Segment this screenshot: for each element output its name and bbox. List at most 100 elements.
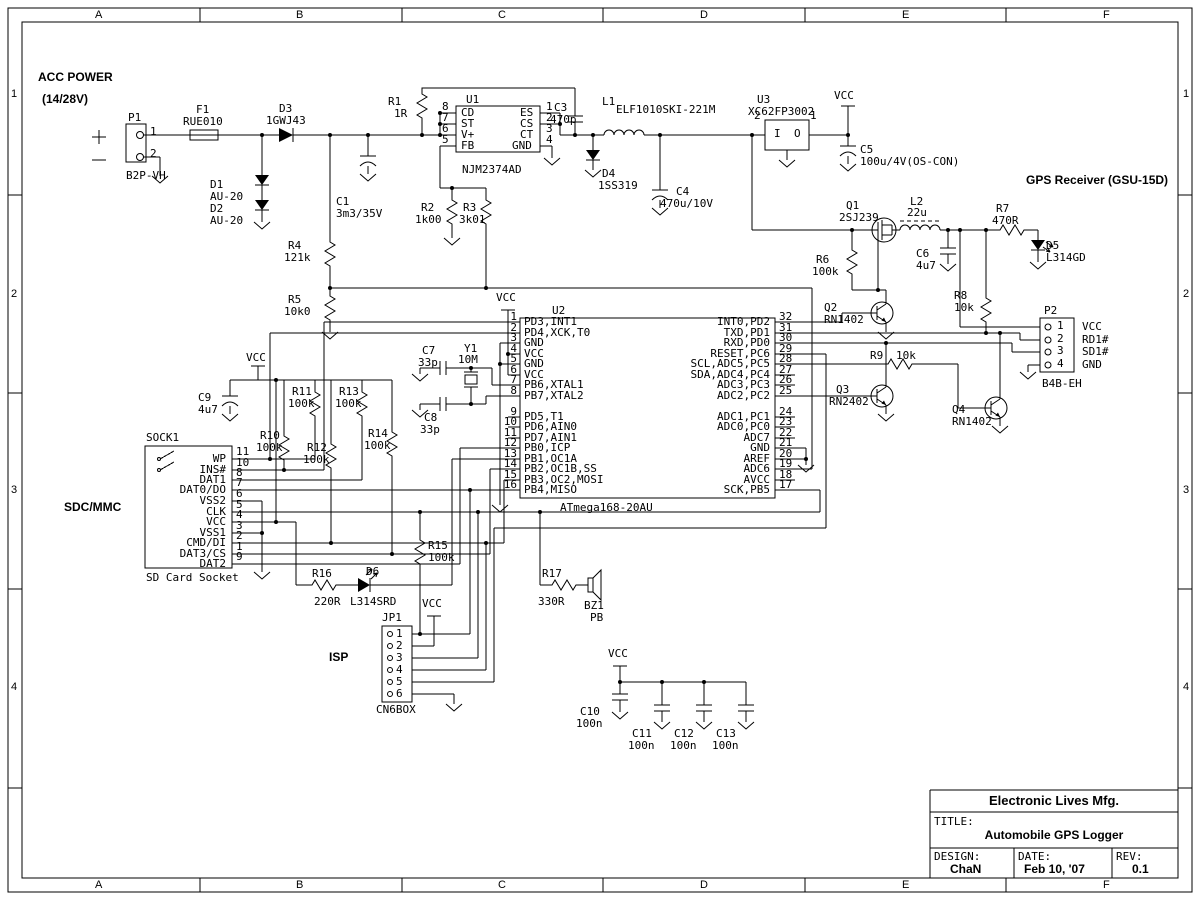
val-c5: 100u/4V(OS-CON) [860,155,960,168]
sock1-pin-number: 1 [236,540,243,553]
c9-cap [221,395,239,407]
u2-pin-number: 17 [779,478,793,491]
header-sdc-mmc: SDC/MMC [64,500,122,514]
val-d1: AU-20 [210,190,244,203]
ref-d2: D2 [210,202,224,215]
sock1-pin-label: DAT1 [199,473,227,486]
sock1-pin-number: 10 [236,456,250,469]
u3-pin-2: 2 [754,109,761,122]
u2-pin-number: 1 [510,310,517,323]
u2-pin-number: 4 [510,342,517,355]
u2-pin-number: 15 [503,468,517,481]
frame-row-label: 2 [1183,288,1190,300]
val-f1: RUE010 [183,115,223,128]
u2-pin-number: 26 [779,373,793,386]
p2-pin-number: 2 [1057,332,1064,345]
p2-connector-body [1039,317,1075,373]
u2-pin-label: SCL,ADC5,PC5 [690,357,770,370]
ref-r13: R13 [339,385,359,398]
u2-pin-number: 25 [779,384,793,397]
ref-r15: R15 [428,539,448,552]
sock1-pin-label: DAT0/DO [179,483,226,496]
val-r17: 330R [538,595,565,608]
jp1-pin-number: 5 [396,675,403,688]
frame-row-label: 2 [11,288,18,300]
val-y1: 10M [458,353,478,366]
drawing-frame [7,7,1193,893]
ref-u2: U2 [552,304,566,317]
frame-col-label: A [95,9,103,21]
val-d6: L314SRD [350,595,397,608]
u2-pin-number: 32 [779,310,793,323]
val-u1: NJM2374AD [462,163,522,176]
u2-pin-label: GND [750,441,770,454]
jp1-box [381,625,413,703]
val-c4: 470u/10V [660,197,713,210]
ref-q1: Q1 [846,199,860,212]
val-c13: 100n [712,739,739,752]
drawing-rev: 0.1 [1132,862,1149,876]
frame-col-label: B [296,9,304,21]
ref-c3: C3 [554,101,568,114]
y1-crystal [464,374,478,385]
u2-pin-number: 19 [779,457,793,470]
u2-pin-number: 6 [510,363,517,376]
company-name: Electronic Lives Mfg. [988,793,1120,808]
ref-r3: R3 [463,201,477,214]
u2-pin-number: 28 [779,352,793,365]
ref-r8: R8 [954,289,968,302]
u1-pin-number: 4 [546,133,553,146]
u2-pin-label: PB7,XTAL2 [524,389,584,402]
u2-pin-label: ADC3,PC3 [717,378,770,391]
u1-pin-label: V+ [461,128,475,141]
net-vcc-byp: VCC [608,647,628,660]
u2-pin-label: PD5,T1 [524,410,564,423]
ref-f1: F1 [196,103,210,116]
sock1-pin-label: VSS2 [199,494,227,507]
u2-pin-label: ADC2,PC2 [717,389,770,402]
wires [92,87,1040,722]
val-d5: L314GD [1046,251,1086,264]
ref-l2: L2 [910,195,924,208]
u2-pin-number: 21 [779,436,793,449]
val-r8: 10k [954,301,974,314]
u1-pin-number: 8 [442,100,449,113]
u2-pin-number: 11 [503,426,517,439]
u2-pin-label: ADC1,PC1 [717,410,770,423]
ref-p2: P2 [1044,304,1058,317]
frame-row-label: 4 [11,681,18,693]
u2-pin-number: 10 [503,415,517,428]
u3-out: O [794,127,801,140]
ref-r2: R2 [421,201,435,214]
sock1-pin-label: VSS1 [199,526,227,539]
u2-pin-number: 2 [510,321,517,334]
sock1-box [144,445,233,569]
title-label: TITLE: [934,815,974,828]
d6-led [358,578,370,592]
net-vcc-isp: VCC [422,597,442,610]
u2-pin-label: PD3,INT1 [524,315,577,328]
u2-pin-number: 29 [779,342,793,355]
u2-pin-label: PB6,XTAL1 [524,378,584,391]
u2-pin-label: GND [524,336,544,349]
drawing-date: Feb 10, '07 [1024,862,1085,876]
p2-pin-label: VCC [1082,320,1102,333]
val-r13: 100k [335,397,362,410]
u3-in: I [774,127,781,140]
ref-c12: C12 [674,727,694,740]
u2-pin-number: 30 [779,331,793,344]
sock1-pin-number: 8 [236,466,243,479]
sock1-pin-label: VCC [206,515,226,528]
drawing-title: Automobile GPS Logger [984,828,1124,842]
jp1-pin-number: 1 [396,627,403,640]
ref-sock1: SOCK1 [146,431,180,444]
u2-pin-number: 27 [779,363,793,376]
p2-pin-label: GND [1082,358,1102,371]
val-jp1: CN6BOX [376,703,416,716]
ref-r17: R17 [542,567,562,580]
sock1-pin-number: 4 [236,508,243,521]
u2-pin-number: 16 [503,478,517,491]
sock1-pin-label: CMD/DI [186,536,226,549]
ref-c6: C6 [916,247,930,260]
